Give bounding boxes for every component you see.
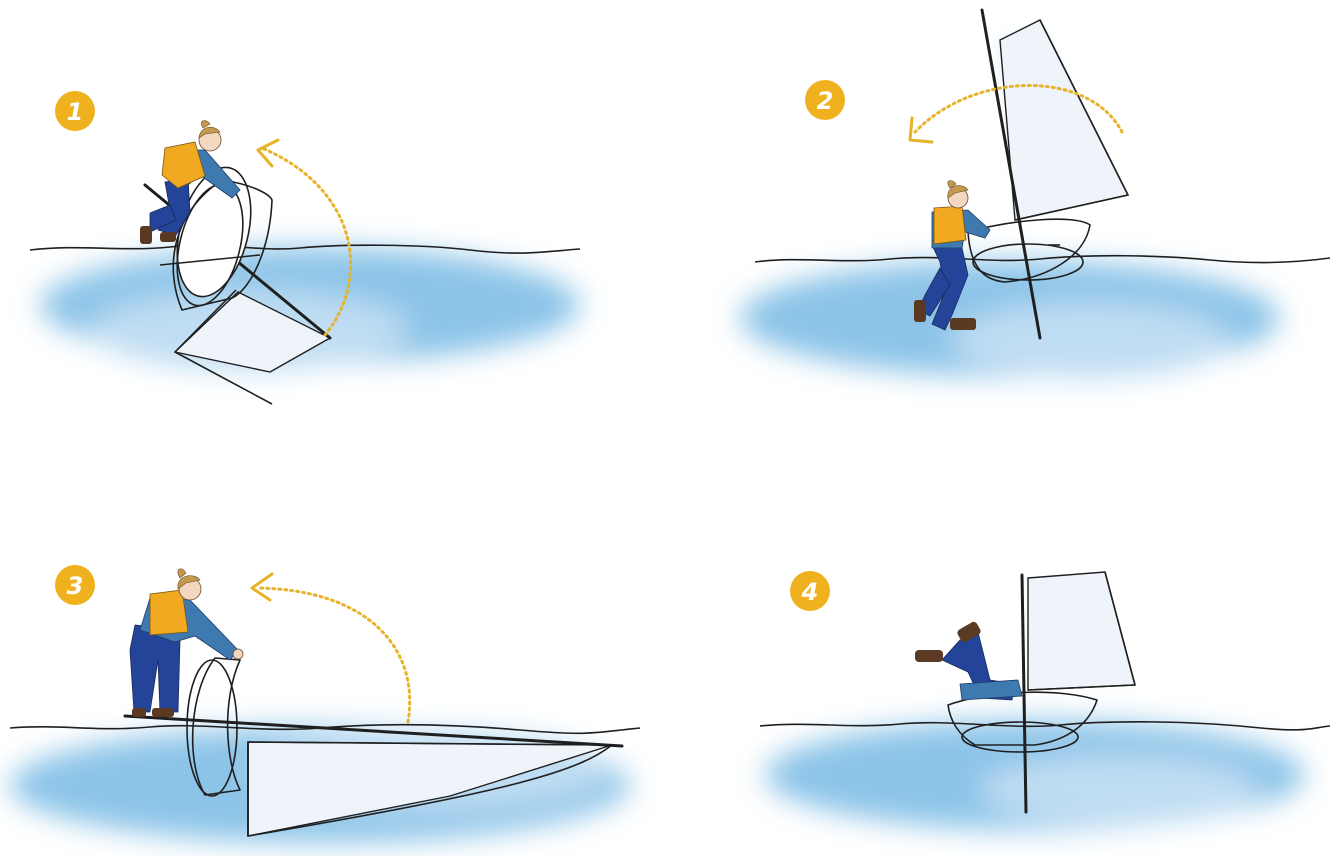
water-wash: [40, 247, 580, 370]
panel-step-3: 3: [10, 565, 640, 843]
water-wash: [765, 720, 1305, 830]
panel-step-4: 4: [760, 571, 1330, 830]
sailor: [130, 569, 243, 717]
panel-step-2: 2: [740, 10, 1330, 378]
step-number-3: 3: [67, 572, 84, 600]
step-badge-2: 2: [805, 80, 845, 120]
jacket: [960, 680, 1022, 700]
step-badge-3: 3: [55, 565, 95, 605]
step-number-1: 1: [67, 98, 84, 126]
hand: [233, 649, 243, 659]
step-number-4: 4: [801, 578, 819, 606]
panel-step-1: 1: [30, 91, 580, 404]
boot: [140, 226, 152, 244]
water-wash: [740, 260, 1280, 378]
boot: [914, 300, 926, 322]
rotation-arrow: [258, 588, 410, 722]
step-badge-4: 4: [790, 571, 830, 611]
arrowhead-icon: [910, 118, 932, 142]
step-number-2: 2: [817, 87, 834, 115]
lifejacket: [934, 206, 966, 244]
sailor: [915, 620, 1022, 700]
boot: [152, 708, 174, 717]
boot: [915, 650, 943, 662]
step-badge-1: 1: [55, 91, 95, 131]
sail: [1000, 20, 1128, 220]
sail: [1028, 572, 1135, 690]
